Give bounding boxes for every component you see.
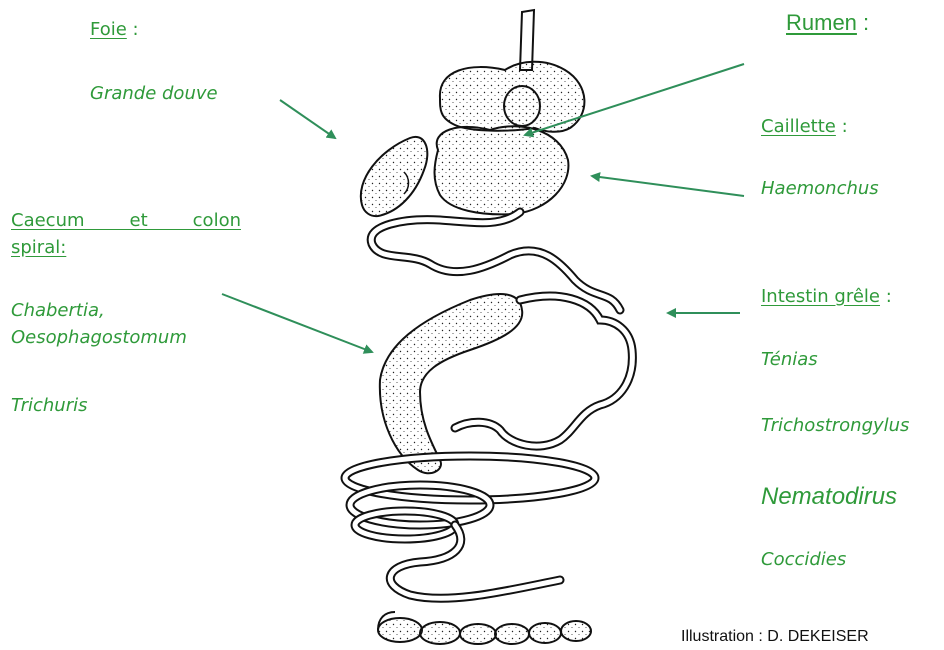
caecum-shape (380, 294, 522, 473)
arrow-caillette (592, 176, 744, 196)
intestin-title: Intestin grêle (761, 286, 880, 307)
intestin-parasite-3: Nematodirus (761, 483, 897, 511)
foie-parasite-1: Grande douve (90, 83, 218, 104)
caillette-parasite-1: Haemonchus (761, 178, 879, 199)
caecum-title-line2: spiral: (11, 237, 66, 258)
reticulum-shape (504, 86, 540, 126)
caillette-separator: : (836, 116, 848, 137)
liver-shape (361, 137, 428, 216)
intestin-parasite-2: Trichostrongylus (761, 415, 909, 436)
caillette-heading: Caillette : (761, 116, 848, 137)
foie-separator: : (127, 19, 139, 40)
foie-heading: Foie : (90, 19, 139, 40)
rectum-pellets (378, 618, 591, 644)
rumen-heading: Rumen : (786, 10, 869, 36)
caecum-parasite-1: Chabertia, (11, 300, 105, 321)
intestin-separator: : (880, 286, 892, 307)
caillette-title: Caillette (761, 116, 836, 137)
rumen-title: Rumen (786, 10, 857, 35)
caecum-parasite-2: Oesophagostomum (11, 327, 187, 348)
spiral-colon (345, 456, 595, 539)
abomasum-shape (435, 126, 569, 214)
rumen-separator: : (857, 10, 869, 35)
arrow-foie (280, 100, 335, 138)
intestin-parasite-4: Coccidies (761, 549, 846, 570)
illustration-credit: Illustration : D. DEKEISER (681, 628, 869, 646)
arrow-caecum (222, 294, 372, 352)
foie-title: Foie (90, 19, 127, 40)
caecum-title-line1: Caecum et colon (11, 210, 241, 231)
intestin-parasite-1: Ténias (761, 349, 818, 370)
caecum-parasite-3: Trichuris (11, 395, 88, 416)
intestin-heading: Intestin grêle : (761, 286, 892, 307)
